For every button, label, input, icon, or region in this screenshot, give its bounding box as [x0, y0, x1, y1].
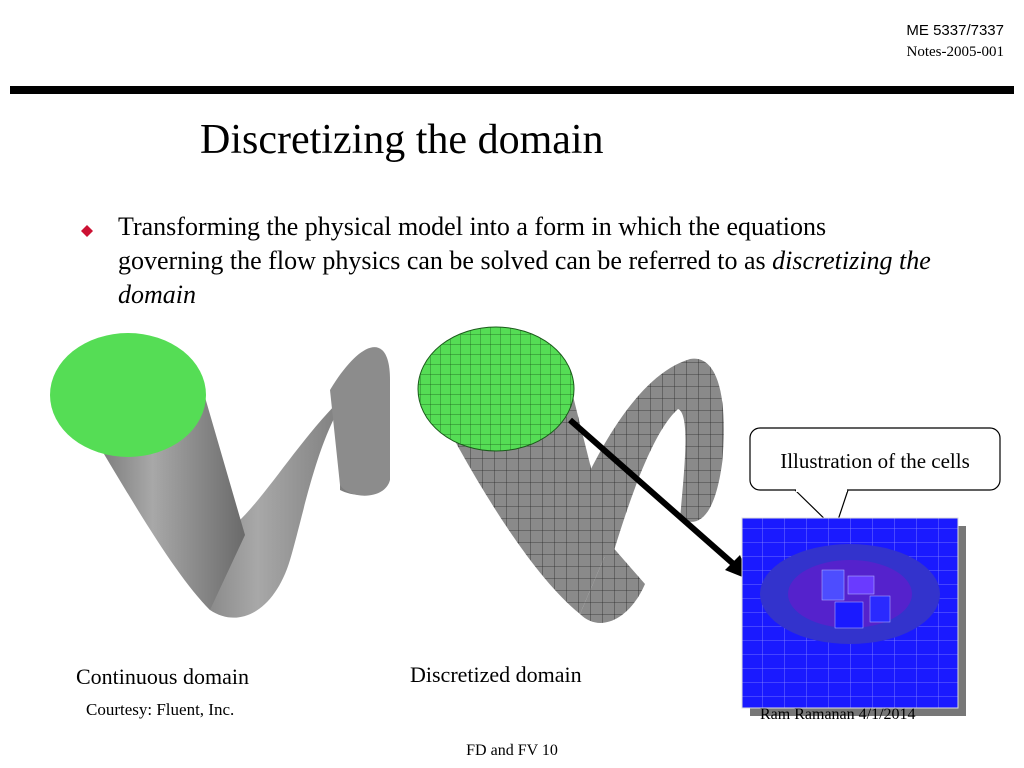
slide-footer: FD and FV 10 [466, 742, 558, 759]
caption-continuous: Continuous domain [76, 664, 249, 689]
course-code: ME 5337/7337 [906, 22, 1004, 39]
notes-id: Notes-2005-001 [906, 44, 1005, 60]
bullet-emphasis: discretizing the domain [118, 246, 931, 309]
diamond-bullet-icon [81, 225, 93, 237]
callout-text: Illustration of the cells [780, 449, 970, 473]
cells-illustration [741, 517, 966, 716]
continuous-domain-figure [50, 333, 390, 618]
courtesy-note: Courtesy: Fluent, Inc. [86, 700, 235, 719]
author-date: Ram Ramanan 4/1/2014 [760, 706, 916, 723]
pointer-arrow [568, 417, 750, 580]
bullet-text: Transforming the physical model into a f… [118, 212, 827, 275]
discretized-domain-figure [417, 326, 724, 623]
caption-discretized: Discretized domain [410, 662, 582, 687]
bullet-item: Transforming the physical model into a f… [118, 210, 938, 312]
header-rule [10, 86, 1014, 94]
slide-title: Discretizing the domain [200, 117, 604, 163]
